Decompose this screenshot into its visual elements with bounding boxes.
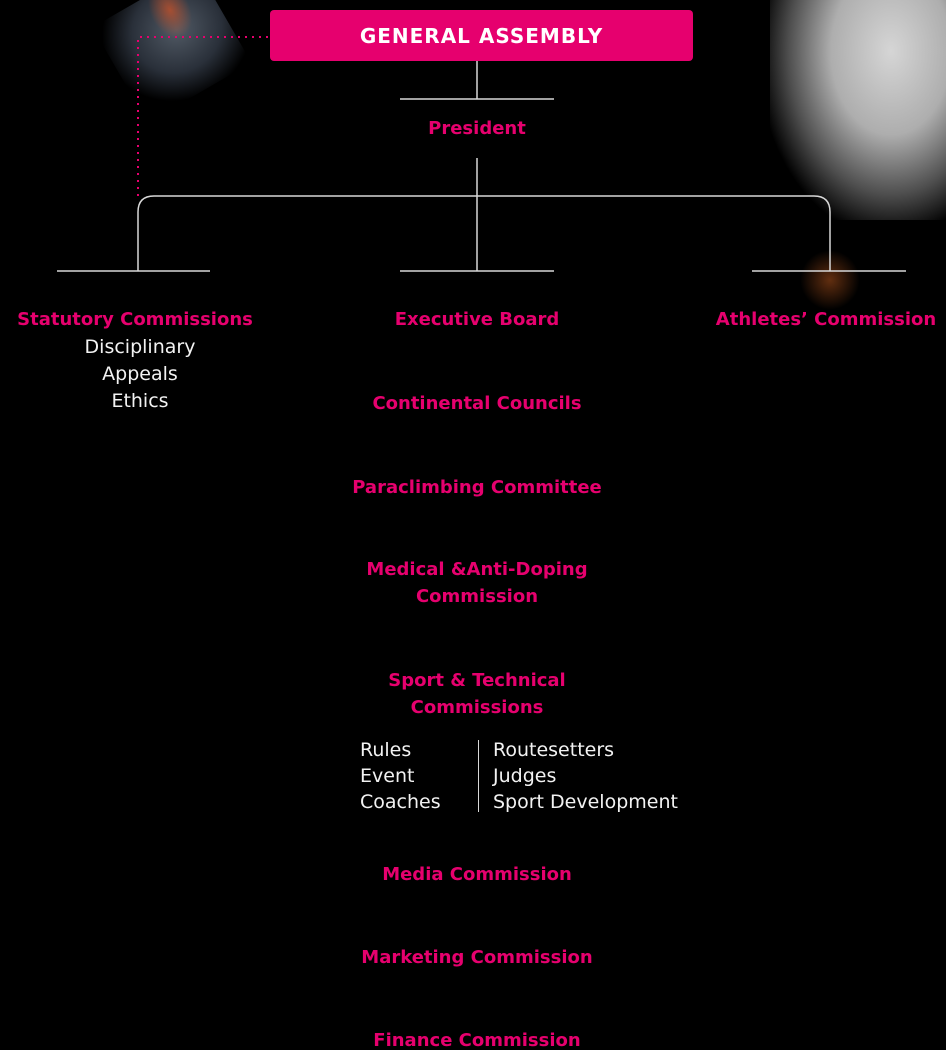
finance-commission-label: Finance Commission	[373, 1030, 581, 1050]
background-photo-right	[770, 0, 946, 220]
branch-connector	[137, 195, 831, 271]
sport-technical-item-coaches: Coaches	[360, 791, 441, 813]
paraclimbing-committee-label: Paraclimbing Committee	[352, 477, 602, 498]
president-label: President	[428, 118, 526, 139]
sport-technical-item-rules: Rules	[360, 739, 412, 761]
statutory-item-appeals: Appeals	[102, 363, 178, 385]
sport-technical-line2: Commissions	[410, 697, 544, 718]
sport-technical-item-judges: Judges	[493, 765, 557, 787]
executive-board-label: Executive Board	[394, 309, 560, 330]
sport-technical-line1: Sport & Technical	[388, 670, 566, 691]
sport-technical-item-routesetters: Routesetters	[493, 739, 615, 761]
marketing-commission-label: Marketing Commission	[361, 947, 593, 968]
continental-councils-label: Continental Councils	[372, 393, 582, 414]
medical-commission-line2: Commission	[415, 586, 539, 607]
statutory-item-disciplinary: Disciplinary	[84, 336, 196, 358]
athletes-commission-label: Athletes’ Commission	[715, 309, 937, 330]
statutory-commissions-title: Statutory Commissions	[17, 309, 253, 330]
general-assembly-label: GENERAL ASSEMBLY	[359, 23, 604, 48]
sport-technical-item-sport-development: Sport Development	[493, 791, 678, 813]
sport-technical-item-event: Event	[360, 765, 415, 787]
sport-technical-left-list: Rules Event Coaches	[360, 737, 441, 815]
sport-technical-divider	[478, 740, 479, 812]
medical-commission-line1: Medical &Anti-Doping	[366, 559, 588, 580]
general-assembly-box: GENERAL ASSEMBLY	[270, 10, 693, 61]
media-commission-label: Media Commission	[382, 864, 572, 885]
dotted-connector	[137, 36, 268, 196]
sport-technical-right-list: Routesetters Judges Sport Development	[493, 737, 678, 815]
statutory-item-ethics: Ethics	[111, 390, 169, 412]
